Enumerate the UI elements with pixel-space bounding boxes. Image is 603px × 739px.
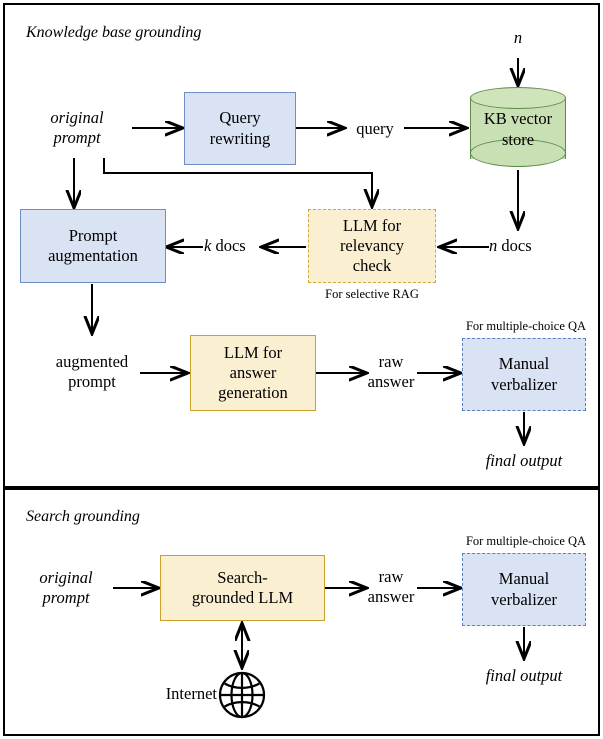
cylinder-top-ellipse bbox=[470, 87, 566, 109]
node-manual-verbalizer-2-label: Manual verbalizer bbox=[491, 569, 557, 609]
label-k-docs: k docs bbox=[204, 236, 246, 255]
node-llm-relevancy-check: LLM for relevancy check bbox=[308, 209, 436, 283]
caption-for-multiple-choice-qa-2: For multiple-choice QA bbox=[465, 534, 587, 548]
cylinder-bottom-ellipse bbox=[470, 139, 566, 167]
node-prompt-augmentation: Prompt augmentation bbox=[20, 209, 166, 283]
label-n-docs: n docs bbox=[489, 236, 532, 255]
panel-title-knowledge-base-grounding: Knowledge base grounding bbox=[26, 24, 202, 41]
label-n-input: n bbox=[513, 28, 523, 47]
label-final-output: final output bbox=[485, 451, 563, 470]
label-original-prompt: original prompt bbox=[50, 108, 104, 148]
node-llm-answer-generation: LLM for answer generation bbox=[190, 335, 316, 411]
node-prompt-augmentation-label: Prompt augmentation bbox=[48, 225, 138, 265]
label-raw-answer-2: raw answer bbox=[367, 567, 415, 607]
label-original-prompt-2: original prompt bbox=[39, 568, 93, 608]
label-query: query bbox=[356, 119, 394, 138]
label-internet: Internet bbox=[165, 684, 217, 703]
node-kb-vector-store-label: KB vector store bbox=[483, 109, 553, 149]
label-augmented-prompt: augmented prompt bbox=[55, 352, 129, 392]
label-final-output-2: final output bbox=[485, 666, 563, 685]
panel-title-search-grounding: Search grounding bbox=[26, 508, 140, 525]
globe-icon bbox=[218, 671, 266, 719]
node-llm-relevancy-check-label: LLM for relevancy check bbox=[339, 215, 405, 276]
node-search-grounded-llm: Search- grounded LLM bbox=[160, 555, 325, 621]
node-kb-vector-store: KB vector store bbox=[470, 87, 566, 169]
node-manual-verbalizer: Manual verbalizer bbox=[462, 338, 586, 411]
caption-for-selective-rag: For selective RAG bbox=[325, 287, 419, 301]
caption-for-multiple-choice-qa: For multiple-choice QA bbox=[465, 319, 587, 333]
panel-knowledge-base-grounding bbox=[3, 3, 600, 488]
label-raw-answer: raw answer bbox=[367, 352, 415, 392]
node-query-rewriting-label: Query rewriting bbox=[209, 108, 271, 148]
panel-search-grounding bbox=[3, 488, 600, 736]
node-manual-verbalizer-2: Manual verbalizer bbox=[462, 553, 586, 626]
node-manual-verbalizer-label: Manual verbalizer bbox=[491, 354, 557, 394]
node-llm-answer-generation-label: LLM for answer generation bbox=[218, 342, 288, 403]
node-query-rewriting: Query rewriting bbox=[184, 92, 296, 165]
node-search-grounded-llm-label: Search- grounded LLM bbox=[191, 567, 294, 607]
